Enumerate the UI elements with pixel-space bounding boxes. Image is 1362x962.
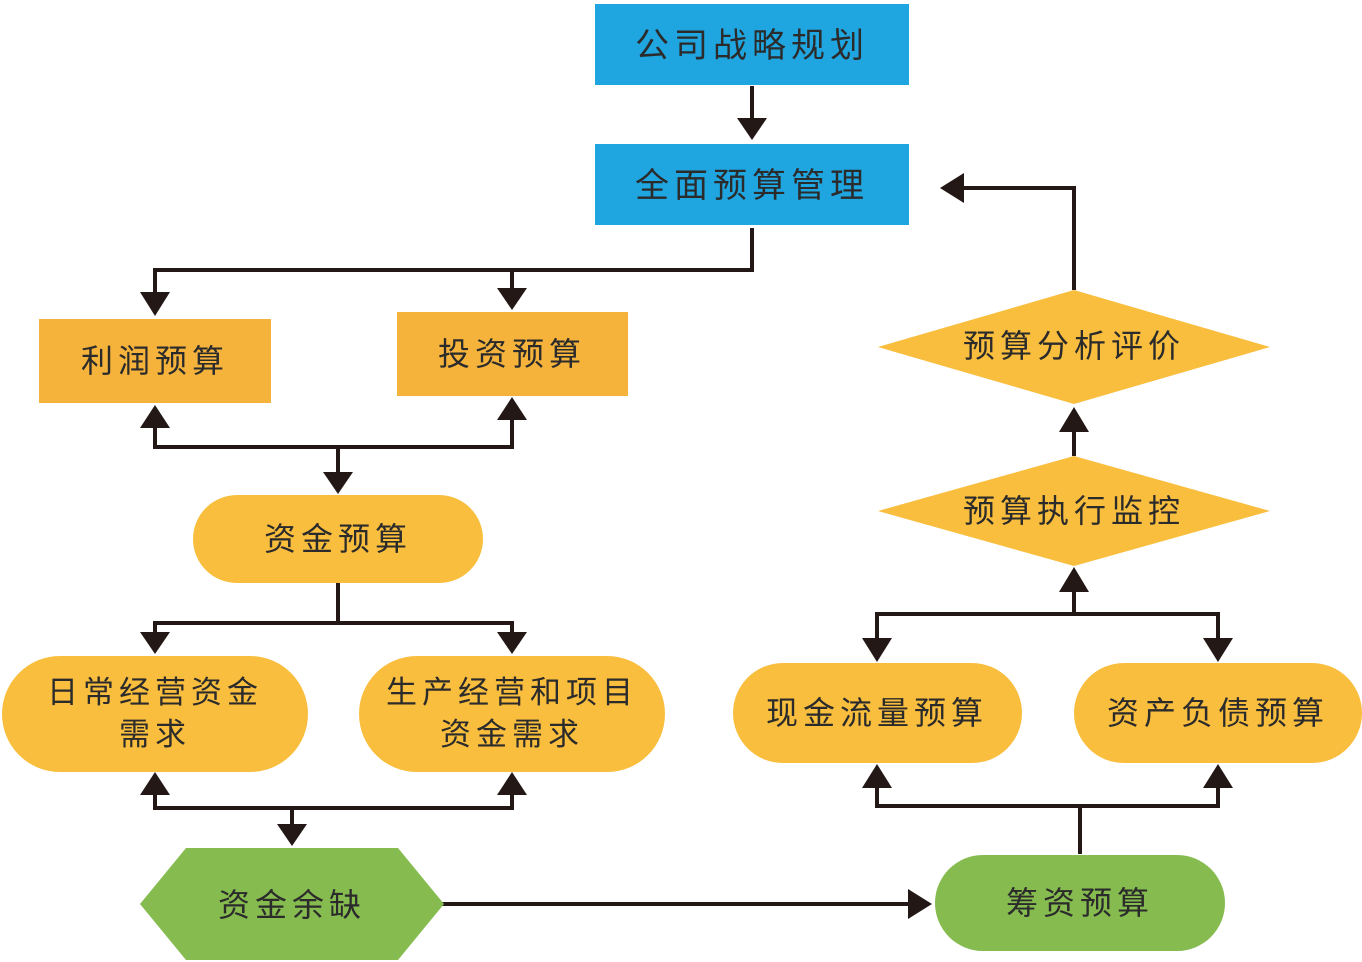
node-capital-gap: 资金余缺 <box>140 848 444 960</box>
node-balance-sheet-budget: 资产负债预算 <box>1074 663 1362 763</box>
node-strategy: 公司战略规划 <box>595 4 909 85</box>
node-capital-budget: 资金预算 <box>193 495 483 583</box>
arrowhead <box>497 632 527 654</box>
arrowhead <box>140 292 170 316</box>
arrowhead <box>1203 638 1233 662</box>
node-daily-operations-demand: 日常经营资金 需求 <box>2 656 308 772</box>
arrowhead <box>497 288 527 310</box>
arrowhead <box>940 173 964 203</box>
node-label: 资金余缺 <box>218 886 366 924</box>
arrowhead <box>908 889 932 919</box>
arrowhead <box>862 764 892 788</box>
arrowhead <box>1203 764 1233 788</box>
node-cash-flow-budget: 现金流量预算 <box>733 663 1022 763</box>
arrowhead <box>140 632 170 654</box>
arrowhead <box>862 638 892 662</box>
node-analysis-evaluation: 预算分析评价 <box>878 290 1270 404</box>
node-comprehensive-budget: 全面预算管理 <box>595 144 909 225</box>
node-label-line1: 生产经营和项目 <box>386 675 638 711</box>
arrowhead <box>277 824 307 846</box>
node-label-line2: 资金需求 <box>440 717 584 753</box>
node-label: 资产负债预算 <box>1107 694 1329 732</box>
node-production-project-demand: 生产经营和项目 资金需求 <box>359 656 665 772</box>
arrowhead <box>737 118 767 140</box>
node-profit-budget: 利润预算 <box>39 319 271 403</box>
node-label-line1: 日常经营资金 <box>47 675 263 711</box>
node-label: 资金预算 <box>264 520 412 558</box>
node-execution-monitoring: 预算执行监控 <box>878 456 1270 566</box>
connectors <box>140 86 1233 919</box>
arrowhead <box>323 472 353 494</box>
arrowhead <box>140 405 170 428</box>
node-label: 全面预算管理 <box>635 166 869 206</box>
arrowhead <box>140 772 170 795</box>
node-investment-budget: 投资预算 <box>397 312 628 396</box>
node-financing-budget: 筹资预算 <box>935 855 1225 951</box>
node-label: 公司战略规划 <box>635 26 869 66</box>
node-label: 投资预算 <box>438 335 586 373</box>
node-label: 利润预算 <box>81 342 229 380</box>
node-label: 现金流量预算 <box>766 694 988 732</box>
arrowhead <box>1059 407 1089 432</box>
node-label: 筹资预算 <box>1006 884 1154 922</box>
arrowhead <box>497 397 527 420</box>
node-label-line2: 需求 <box>119 717 191 753</box>
node-label: 预算分析评价 <box>963 327 1185 365</box>
node-label: 预算执行监控 <box>963 492 1185 530</box>
arrowhead <box>1059 567 1089 592</box>
arrowhead <box>497 772 527 795</box>
